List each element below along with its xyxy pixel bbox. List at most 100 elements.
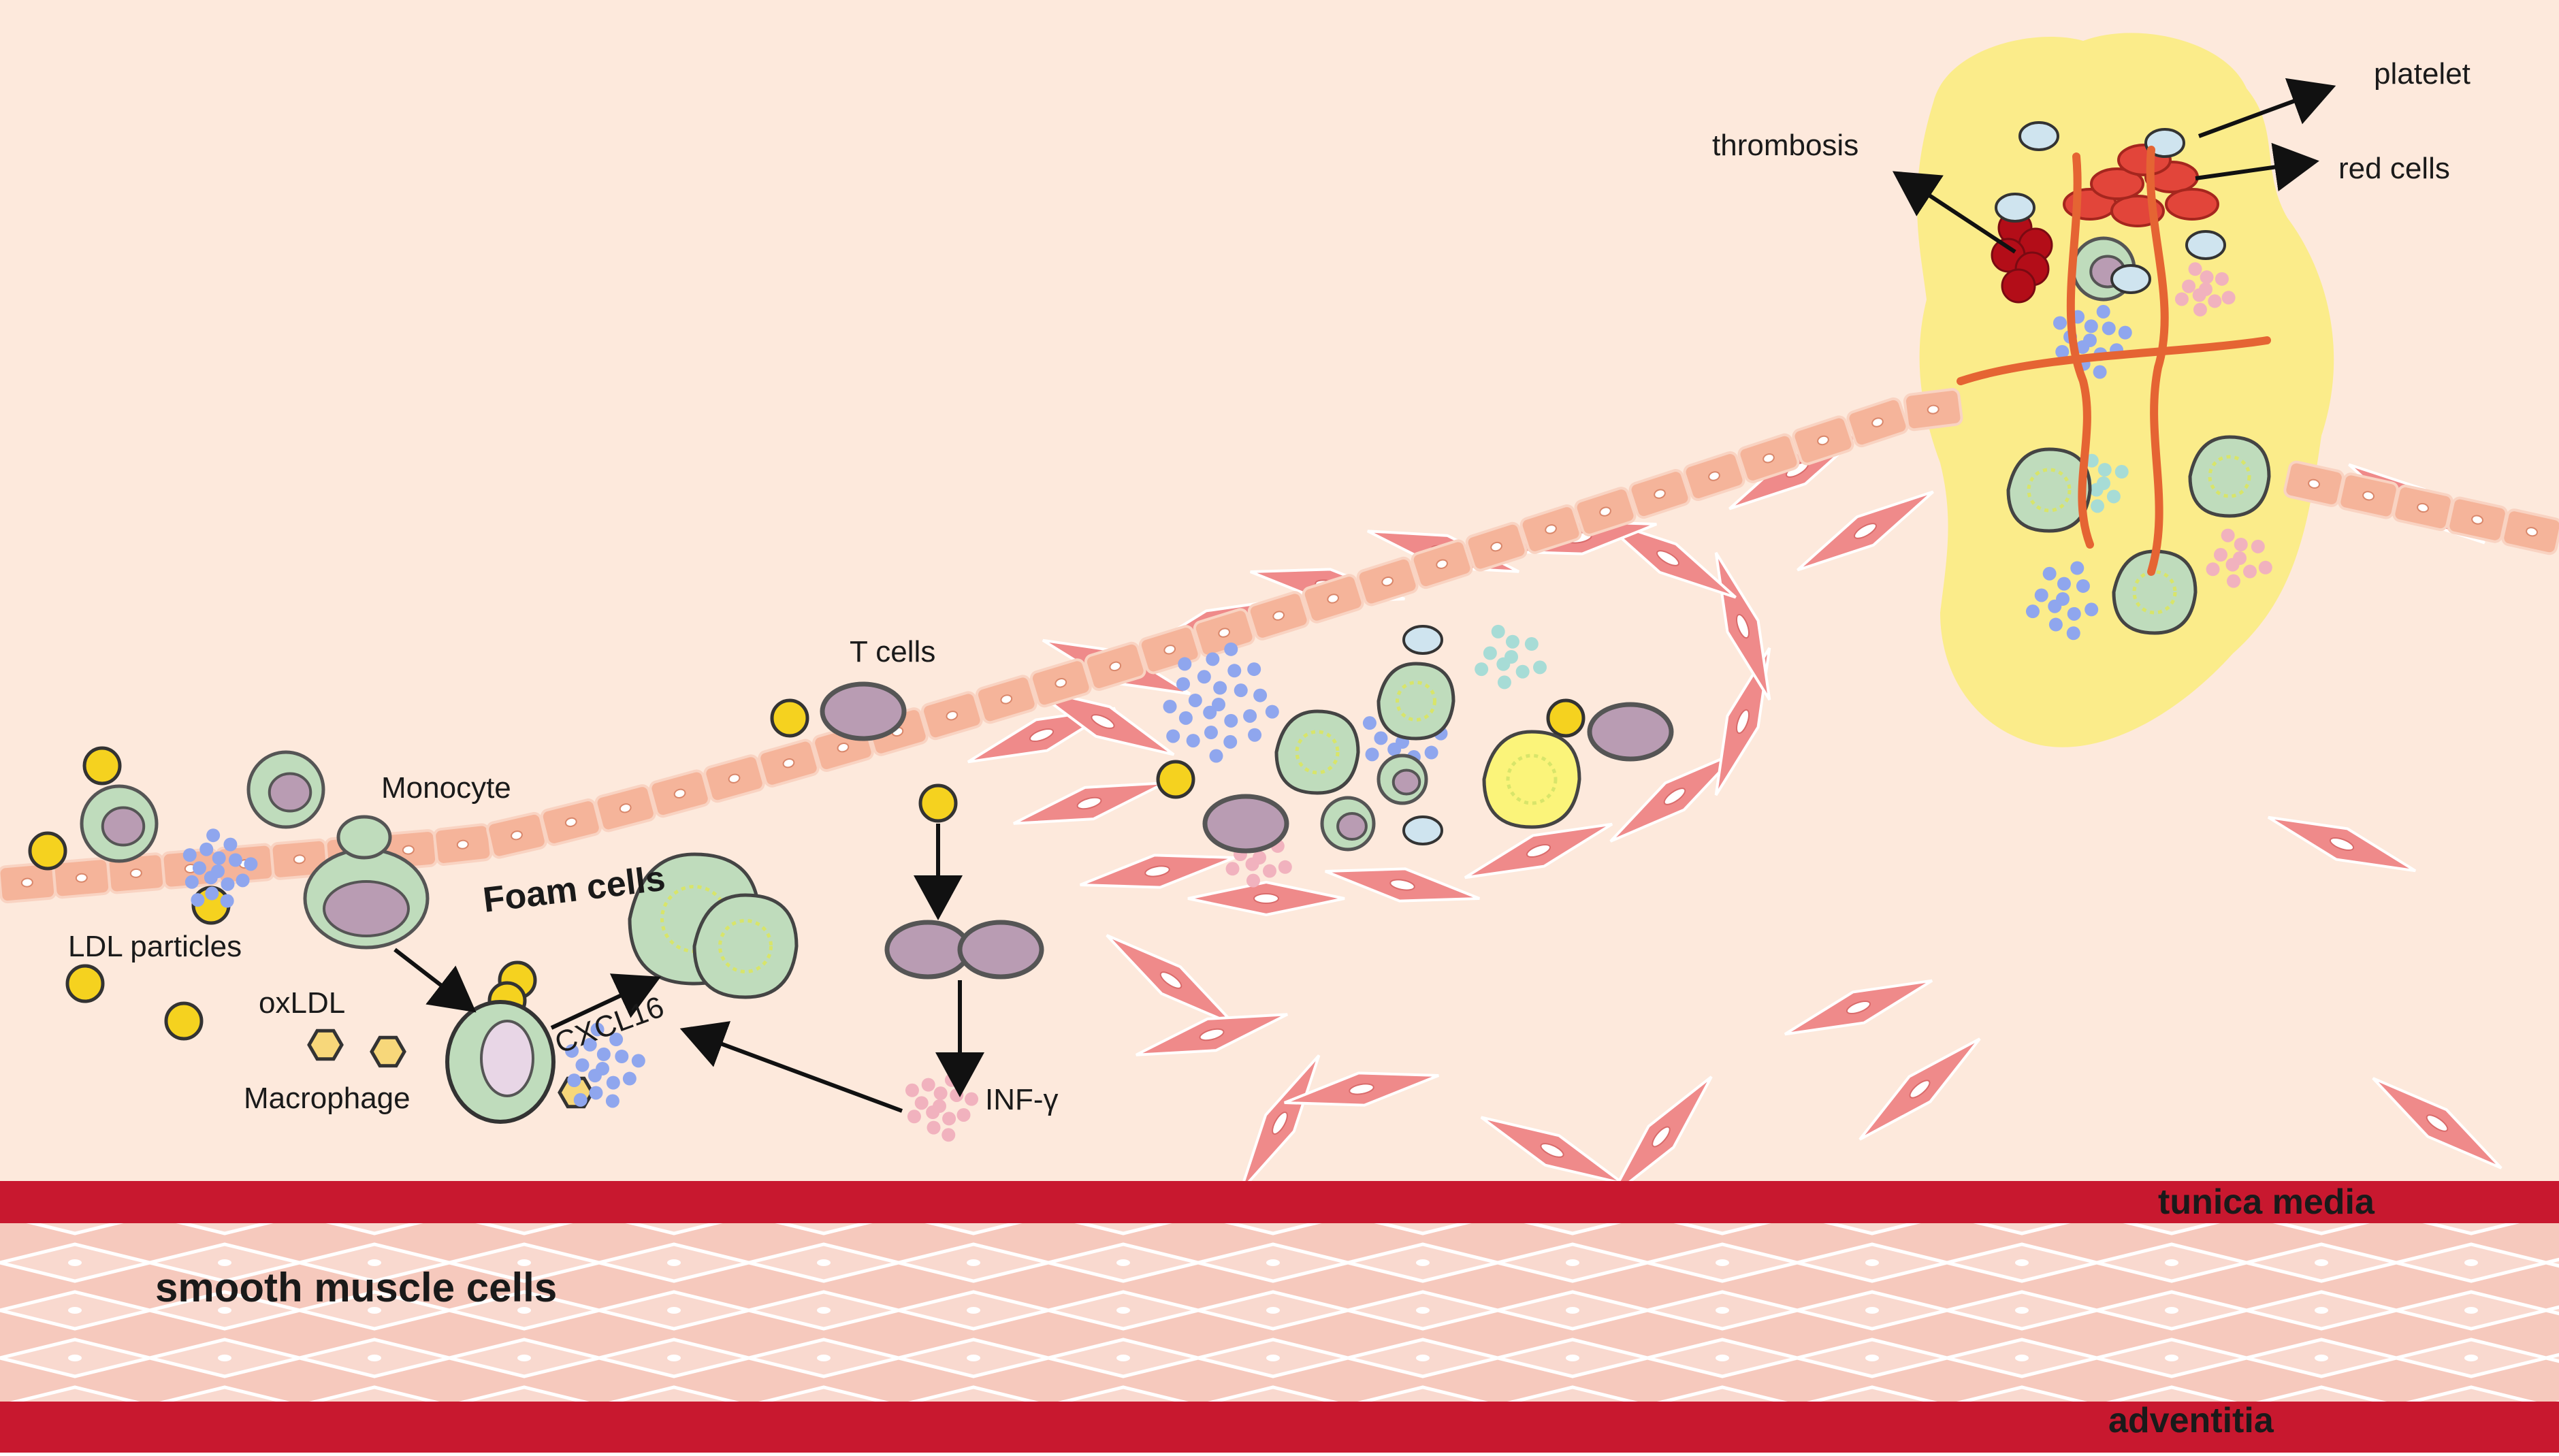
smooth-muscle-cell — [1609, 1075, 1713, 1198]
foam-cell-lipid — [1295, 730, 1340, 775]
cytokine-dot — [1176, 677, 1190, 691]
cytokine-dot — [2114, 465, 2129, 479]
cytokine-dot — [1362, 716, 1377, 730]
label-macrophage: Macrophage — [244, 1082, 411, 1115]
cytokine-dot — [1515, 664, 1530, 679]
cytokine-dot — [1224, 713, 1238, 728]
foam-cell-lipid — [1396, 681, 1436, 722]
endothelial-cell-nucleus — [20, 877, 33, 888]
smooth-muscle-cell-nucleus — [1076, 796, 1102, 810]
smooth-muscle-cell — [1325, 867, 1480, 903]
smooth-muscle-cell-nucleus — [1199, 1028, 1225, 1041]
cytokine-dot — [1483, 646, 1497, 660]
endothelial-cell-nucleus — [782, 758, 795, 769]
cytokine-dot — [596, 1047, 611, 1061]
endothelial-cell-nucleus — [1436, 559, 1448, 569]
cytokine-dot — [220, 894, 234, 908]
cytokine-dot — [1505, 634, 1519, 649]
cytokine-dot — [2066, 626, 2080, 641]
platelet — [2110, 264, 2151, 294]
platelet — [2185, 230, 2226, 260]
endothelial-cell-nucleus — [1218, 628, 1231, 638]
monocyte-nucleus — [101, 806, 146, 847]
cytokine-dot — [1204, 726, 1218, 740]
cytokine-dot — [2057, 577, 2071, 591]
inf-gamma-dot — [921, 1078, 935, 1092]
cytokine-dot — [1248, 728, 1262, 742]
cytokine-dot — [2226, 574, 2240, 588]
inf-gamma-dot — [950, 1088, 964, 1102]
endothelial-cell-nucleus — [2308, 479, 2320, 489]
label-t-cells: T cells — [850, 635, 935, 668]
monocyte-nucleus — [268, 772, 312, 813]
label-thrombosis: thrombosis — [1712, 129, 1858, 162]
cytokine-dot — [1178, 711, 1193, 725]
cytokine-dot — [1365, 747, 1379, 762]
smooth-muscle-cell — [2267, 815, 2417, 873]
endothelial-cell-nucleus — [1817, 435, 1829, 446]
smooth-muscle-cell — [1031, 687, 1175, 756]
smooth-muscle-cell — [1187, 880, 1345, 917]
cytokine-dot — [2085, 602, 2099, 617]
tunica-media-band — [0, 1181, 2559, 1223]
endothelial-cell — [1084, 641, 1146, 691]
endothelial-cell — [594, 784, 656, 832]
endothelial-cell-nucleus — [1599, 506, 1611, 517]
endothelial-cell-nucleus — [1490, 541, 1502, 552]
platelet — [1402, 625, 1443, 655]
endothelial-cell — [2338, 472, 2399, 519]
foam-cell-lipid — [2027, 468, 2072, 513]
ldl-particle — [28, 831, 67, 871]
smooth-muscle-cell-nucleus — [1349, 1083, 1374, 1095]
inf-gamma-dot — [942, 1112, 956, 1126]
endothelial-cell — [649, 769, 711, 818]
smooth-muscle-cell-nucleus — [2329, 837, 2355, 852]
label-red-cells: red cells — [2338, 152, 2450, 185]
cytokine-dot — [1178, 657, 1192, 671]
foam-cell-lipid — [718, 919, 773, 973]
endothelial-cell — [1737, 433, 1800, 483]
cytokine-dot — [622, 1071, 637, 1086]
cytokine-dot — [2188, 262, 2202, 276]
cytokine-dot — [590, 1022, 605, 1037]
cytokine-dot — [1524, 637, 1539, 651]
endothelial-cell-nucleus — [2362, 491, 2375, 501]
t-cell — [820, 681, 907, 741]
endothelial-cell — [1574, 487, 1637, 537]
cytokine-dot — [1163, 699, 1177, 713]
cytokine-dot — [631, 1054, 645, 1068]
endothelial-cell-nucleus — [1000, 694, 1013, 705]
endothelial-cell-nucleus — [1871, 417, 1884, 427]
cytokine-dot — [1234, 683, 1248, 698]
endothelial-cell-nucleus — [129, 868, 142, 878]
cytokine-dot — [228, 853, 242, 867]
cytokine-dot — [2182, 279, 2196, 293]
fibrin-strand — [2066, 152, 2094, 549]
cytokine-dot — [605, 1094, 619, 1108]
endothelial-cell-nucleus — [1163, 645, 1176, 655]
cytokine-dot — [2258, 560, 2272, 575]
endothelial-cell-nucleus — [837, 743, 850, 753]
endothelial-cell — [975, 675, 1037, 724]
smooth-muscle-cell-nucleus — [1909, 1080, 1931, 1099]
cytokine-dot — [1496, 657, 1511, 671]
endothelial-cell-nucleus — [2417, 502, 2429, 513]
cytokine-dot — [1253, 688, 1268, 702]
endothelial-cell-nucleus — [1055, 678, 1067, 688]
endothelial-cell — [921, 691, 983, 741]
endothelial-cell — [1247, 591, 1310, 641]
cytokine-dot — [206, 828, 221, 843]
endothelial-cell — [433, 823, 493, 866]
cytokine-dot — [573, 1093, 588, 1107]
endothelial-cell — [1628, 469, 1691, 519]
inf-gamma-dot — [956, 1107, 971, 1122]
adventitia-band — [0, 1402, 2559, 1453]
inf-gamma-dot — [941, 1128, 956, 1142]
cytokine-dot — [1245, 857, 1259, 871]
cytokine-dot — [1491, 624, 1505, 638]
foam-cell — [1482, 730, 1581, 829]
endothelial-cell — [1356, 556, 1419, 606]
cytokine-dot — [2053, 316, 2067, 330]
cytokine-dot — [191, 893, 205, 907]
